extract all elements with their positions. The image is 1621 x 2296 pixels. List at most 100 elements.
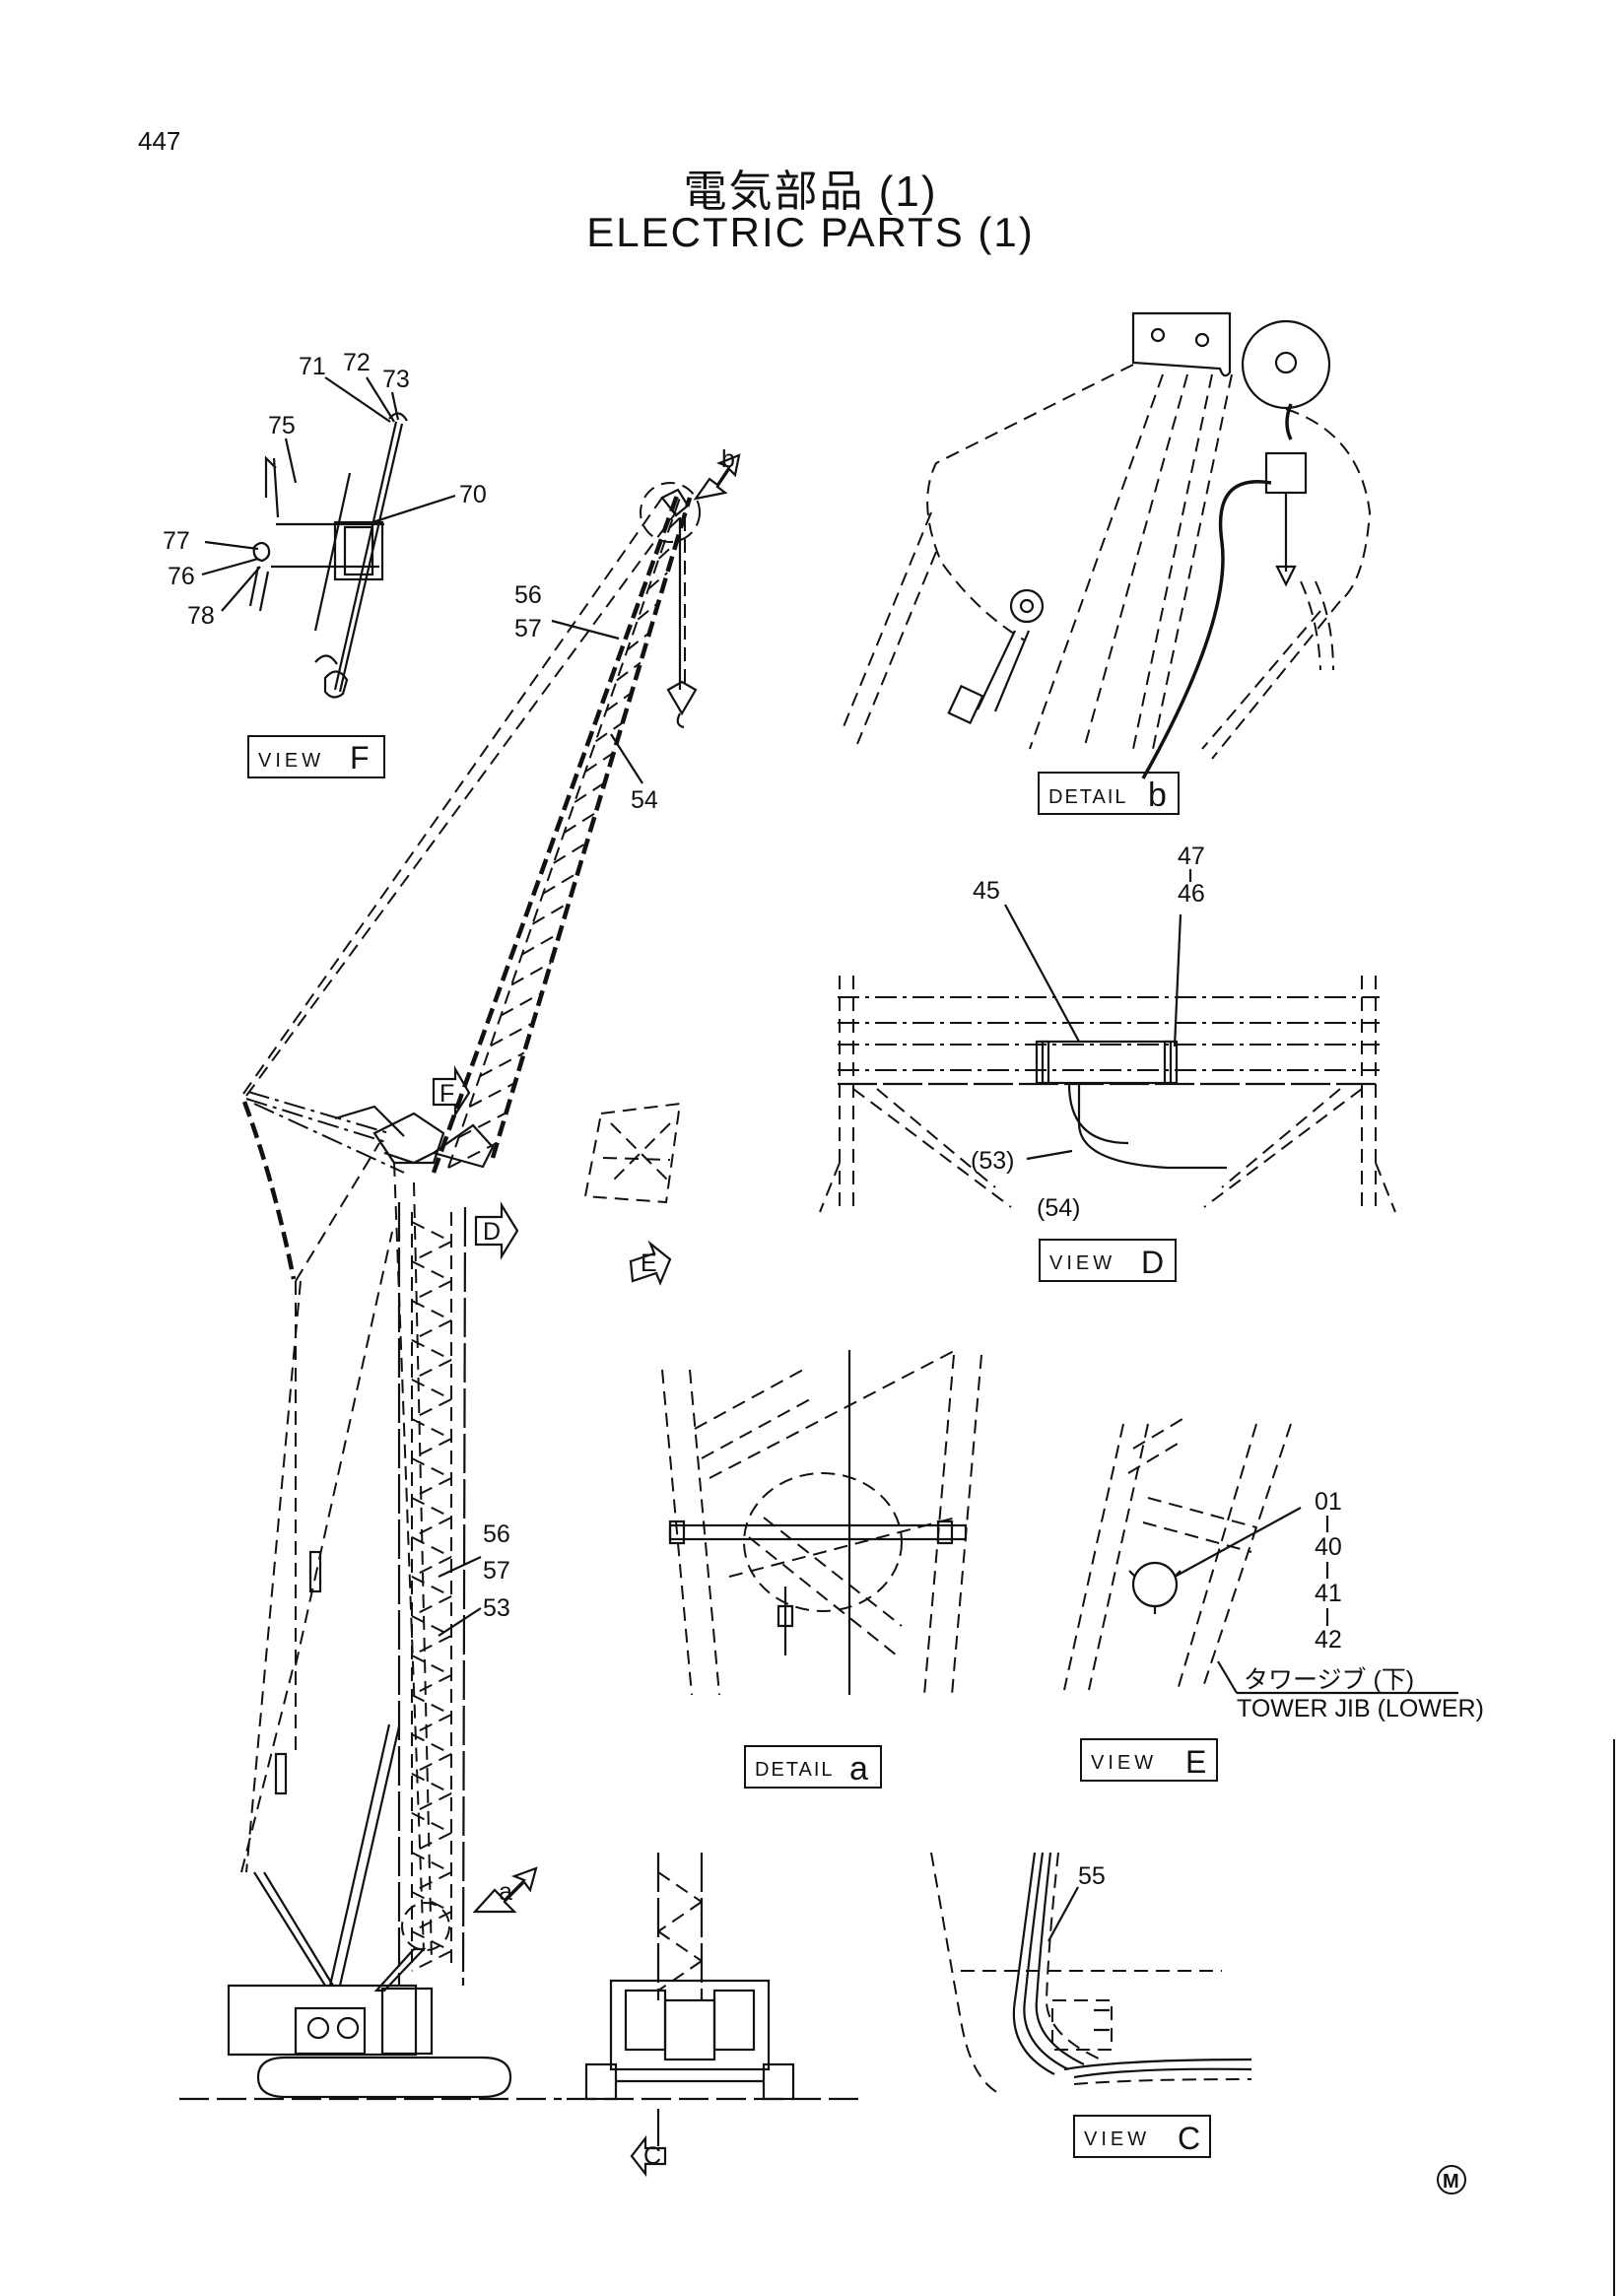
svg-text:E: E: [1185, 1744, 1206, 1780]
lattice-member: [647, 572, 668, 590]
lattice-member: [411, 1792, 452, 1814]
lattice-member: [411, 1773, 452, 1794]
leader-56-57-upper: [551, 619, 620, 641]
lattice-member: [605, 692, 633, 712]
lattice-member: [411, 1595, 452, 1617]
arrow-letter-a: a: [499, 1878, 512, 1906]
lattice-member: [531, 902, 570, 925]
part-label-71: 71: [299, 353, 326, 380]
part-label-41: 41: [1315, 1580, 1342, 1607]
svg-text:M: M: [1443, 2171, 1459, 2193]
lattice-member: [411, 1615, 452, 1637]
crane-side-view: [179, 1202, 562, 2101]
lattice-member: [411, 1556, 452, 1578]
lattice-member: [411, 1635, 452, 1656]
part-label-75: 75: [268, 412, 296, 439]
lattice-member: [668, 511, 687, 529]
detail-a-drawing: [661, 1349, 982, 1696]
part-label-77: 77: [163, 527, 190, 555]
part-label-53: 53: [483, 1594, 510, 1622]
svg-text:F: F: [350, 740, 370, 776]
detail-a-marker: [401, 1902, 450, 1951]
part-label-46: 46: [1178, 880, 1205, 908]
svg-text:VIEW: VIEW: [1091, 1752, 1157, 1774]
part-label-53-ref: (53): [971, 1147, 1014, 1175]
detail-a-caption: DETAIL a: [744, 1745, 882, 1789]
tower-jib-label-english: TOWER JIB (LOWER): [1237, 1695, 1484, 1722]
leader-53: [438, 1607, 482, 1637]
svg-text:VIEW: VIEW: [258, 750, 324, 772]
svg-text:C: C: [1178, 2121, 1200, 2156]
lattice-member: [510, 962, 552, 986]
part-label-73: 73: [382, 366, 410, 393]
lattice-member: [411, 1280, 452, 1302]
jib-strut-and-pendants: [241, 497, 677, 1962]
detail-b-pointer: [693, 453, 741, 501]
part-label-70: 70: [459, 481, 487, 508]
lattice-member: [411, 1536, 452, 1558]
lattice-member: [521, 931, 561, 956]
lattice-member: [411, 1714, 452, 1735]
lattice-member: [411, 1694, 452, 1716]
lattice-member: [411, 1260, 452, 1282]
lattice-member: [458, 1112, 507, 1138]
part-label-55: 55: [1078, 1862, 1106, 1890]
part-label-01: 01: [1315, 1488, 1342, 1516]
svg-text:DETAIL: DETAIL: [1048, 786, 1128, 808]
lattice-member: [500, 991, 543, 1017]
lattice-member: [411, 1852, 452, 1873]
arrow-letter-b: b: [721, 445, 735, 473]
lattice-member: [411, 1300, 452, 1321]
lattice-member: [553, 842, 587, 864]
lattice-member: [411, 1753, 452, 1775]
lattice-member: [574, 781, 606, 803]
upper-jib: [431, 482, 701, 1174]
detail-b-caption: DETAIL b: [1038, 772, 1180, 815]
part-label-57-upper: 57: [514, 615, 542, 642]
detail-b-drawing: [842, 311, 1372, 779]
page-number: 447: [138, 126, 181, 156]
leader-53-ref: [1026, 1149, 1073, 1161]
lattice-member: [411, 1221, 452, 1243]
leader-tower-jib: [1217, 1660, 1238, 1694]
page-title-english: ELECTRIC PARTS (1): [586, 209, 1035, 255]
part-label-72: 72: [343, 349, 371, 376]
svg-text:E: E: [641, 1249, 657, 1277]
lattice-member: [411, 1871, 452, 1893]
lattice-member: [411, 1418, 452, 1440]
lattice-member: [490, 1022, 534, 1047]
lattice-member: [411, 1950, 452, 1972]
part-label-78: 78: [187, 602, 215, 630]
lattice-member: [411, 1319, 452, 1341]
page-title-japanese: 電気部品 (1): [683, 168, 938, 216]
svg-text:F: F: [439, 1080, 454, 1108]
view-f-arrow: F: [432, 1064, 471, 1118]
lattice-member: [411, 1832, 452, 1854]
part-label-76: 76: [168, 563, 195, 590]
lattice-member: [468, 1081, 516, 1109]
lattice-member: [411, 1359, 452, 1381]
lattice-member: [411, 1517, 452, 1538]
view-e-arrow: E: [629, 1240, 672, 1286]
crane-front-view: [567, 1853, 862, 2146]
view-e-drawing: [1063, 1418, 1302, 1691]
lattice-member: [542, 871, 578, 895]
svg-text:a: a: [849, 1750, 868, 1788]
lattice-member: [657, 541, 678, 560]
view-e-caption: VIEW E: [1080, 1738, 1218, 1782]
lattice-member: [411, 1576, 452, 1597]
part-label-57-lower: 57: [483, 1557, 510, 1585]
svg-text:VIEW: VIEW: [1049, 1252, 1115, 1274]
part-label-42: 42: [1315, 1626, 1342, 1654]
boom-lattice: [447, 511, 687, 1169]
part-label-56-lower: 56: [483, 1520, 510, 1548]
view-d-caption: VIEW D: [1039, 1239, 1177, 1282]
lattice-member: [479, 1051, 525, 1078]
view-f-drawing: [201, 376, 456, 699]
lattice-member: [616, 661, 642, 682]
lattice-member: [447, 1141, 498, 1169]
svg-text:b: b: [1148, 777, 1167, 814]
svg-text:C: C: [643, 2142, 661, 2170]
part-label-54-ref: (54): [1037, 1194, 1080, 1222]
